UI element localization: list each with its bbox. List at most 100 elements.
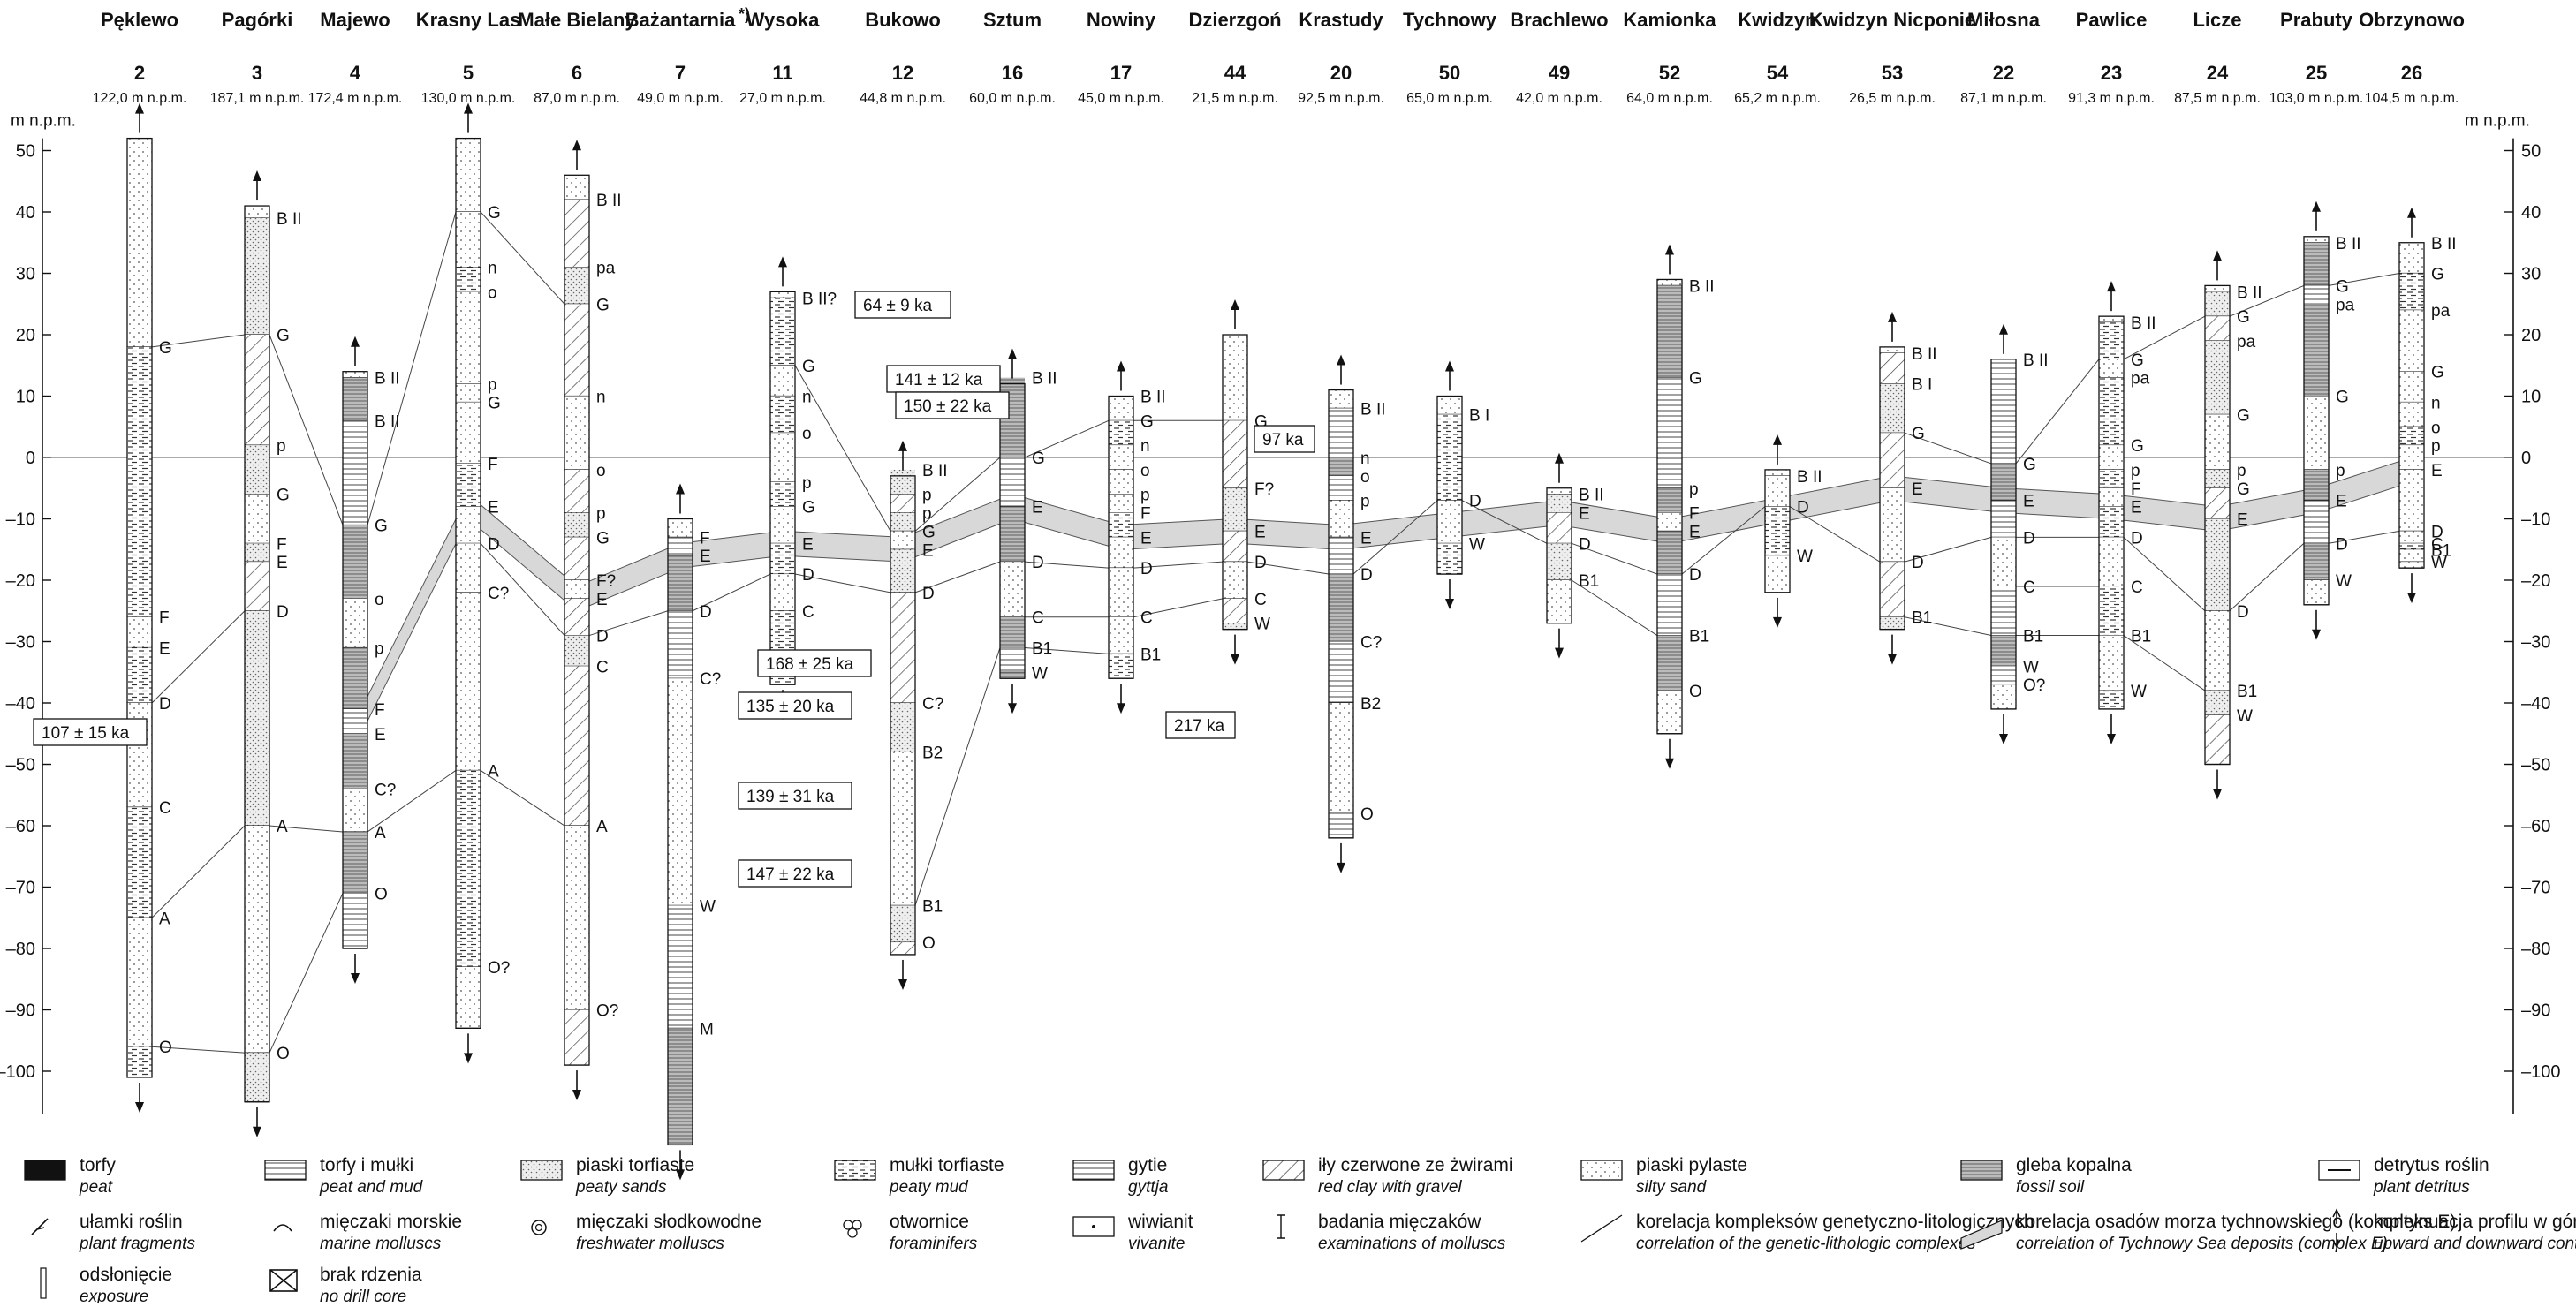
unit-label: B II (1360, 400, 1386, 419)
column-segment (1329, 703, 1353, 813)
unit-label: O (277, 1045, 290, 1063)
unit-label: G (375, 517, 388, 535)
borehole-column: B IIGpGFEDAO (245, 170, 302, 1137)
legend-label-en: peat (79, 1178, 113, 1197)
right-tick-label: –80 (2521, 940, 2550, 959)
site-name: Pagórki (222, 9, 293, 31)
column-segment (1657, 378, 1682, 488)
column-segment (127, 807, 152, 918)
up-arrow-head (2312, 201, 2321, 212)
unit-label: O (1360, 805, 1374, 824)
unit-label: p (1140, 487, 1150, 505)
column-segment (1657, 488, 1682, 513)
unit-label: E (1579, 505, 1590, 524)
surface-elevation: 172,4 m n.p.m. (308, 91, 403, 106)
column-segment (127, 617, 152, 648)
down-arrow-head (1555, 648, 1564, 659)
unit-label: G (1140, 412, 1154, 431)
column-segment (1657, 279, 1682, 285)
column-segment (564, 268, 589, 305)
unit-label: G (2336, 389, 2349, 407)
site-name: Wysoka (746, 9, 821, 31)
column-segment (1437, 414, 1462, 500)
unit-label: E (922, 541, 934, 560)
column-segment (245, 206, 269, 218)
legend-label-pl: piaski pylaste (1636, 1155, 1747, 1175)
legend-item-gyttja: gytiegyttja (1073, 1155, 1168, 1197)
right-tick-label: –30 (2521, 633, 2550, 653)
legend-label-pl: detrytus roślin (2374, 1155, 2489, 1175)
column-segment (1109, 654, 1133, 678)
unit-label: G (2336, 277, 2349, 296)
column-segment (668, 905, 693, 1028)
unit-label: M (700, 1020, 714, 1039)
right-tick-label: 10 (2521, 388, 2541, 407)
column-segment (2205, 519, 2230, 611)
unit-label: B II (1579, 487, 1604, 505)
correlation-line (269, 893, 343, 1053)
up-arrow-head (1337, 355, 1345, 366)
column-segment (2205, 291, 2230, 316)
unit-label: p (2131, 462, 2140, 480)
right-tick-label: –50 (2521, 756, 2550, 775)
column-segment (1109, 445, 1133, 470)
down-arrow-head (1999, 734, 2008, 744)
unit-label: O (159, 1039, 172, 1057)
column-segment (2205, 341, 2230, 414)
unit-label: F? (596, 572, 616, 591)
down-arrow-head (1117, 703, 1125, 714)
unit-label: B II (2336, 235, 2361, 253)
unit-label: B1 (1912, 609, 1932, 628)
unit-label: pa (2237, 333, 2256, 351)
unit-label: o (2431, 419, 2441, 437)
unit-label: W (700, 897, 716, 916)
column-segment (456, 268, 481, 292)
column-segment (564, 537, 589, 580)
unit-label: B1 (2237, 683, 2257, 701)
left-tick-label: –40 (6, 694, 35, 714)
site-name: Kamionka (1623, 9, 1716, 31)
column-segment (2099, 359, 2124, 378)
surface-elevation: 91,3 m n.p.m. (2068, 91, 2155, 106)
legend-label-pl: otwornice (890, 1212, 969, 1232)
legend-label-en: plant fragments (79, 1235, 195, 1253)
unit-label: B II (2023, 351, 2049, 370)
site-name: Obrzynowo (2359, 9, 2465, 31)
column-segment (2399, 402, 2424, 427)
unit-label: B I (1469, 406, 1489, 425)
legend-item-detritus: detrytus roślinplant detritus (2319, 1155, 2489, 1197)
unit-label: E (596, 591, 608, 609)
unit-label: D (1689, 566, 1701, 585)
unit-label: E (802, 535, 814, 554)
legend-label-en: correlation of Tychnowy Sea deposits (co… (2016, 1235, 2388, 1253)
column-segment (1880, 562, 1905, 617)
column-segment (1657, 513, 1682, 532)
unit-label: C (1032, 609, 1044, 628)
unit-label: n (596, 389, 606, 407)
right-tick-label: –100 (2521, 1062, 2561, 1082)
unit-label: o (1360, 468, 1370, 487)
borehole-number: 12 (892, 62, 913, 84)
unit-label: B II (375, 412, 400, 431)
column-segment (2399, 543, 2424, 549)
column-segment (564, 175, 589, 200)
right-tick-label: 50 (2521, 142, 2541, 162)
column-segment (456, 212, 481, 268)
column-segment (2399, 274, 2424, 311)
down-arrow-head (464, 1053, 473, 1063)
unit-label: D (922, 585, 935, 603)
left-tick-label: –10 (6, 510, 35, 530)
column-segment (456, 507, 481, 544)
legend-label-en: foraminifers (890, 1235, 978, 1253)
column-segment (2304, 304, 2329, 396)
column-segment (456, 291, 481, 383)
column-segment (1000, 672, 1025, 678)
unit-label: C? (700, 670, 721, 689)
unit-label: C? (375, 781, 396, 799)
right-tick-label: 20 (2521, 326, 2541, 345)
unit-label: B II (2237, 283, 2262, 302)
unit-label: D (277, 603, 289, 622)
left-tick-label: 20 (16, 326, 35, 345)
